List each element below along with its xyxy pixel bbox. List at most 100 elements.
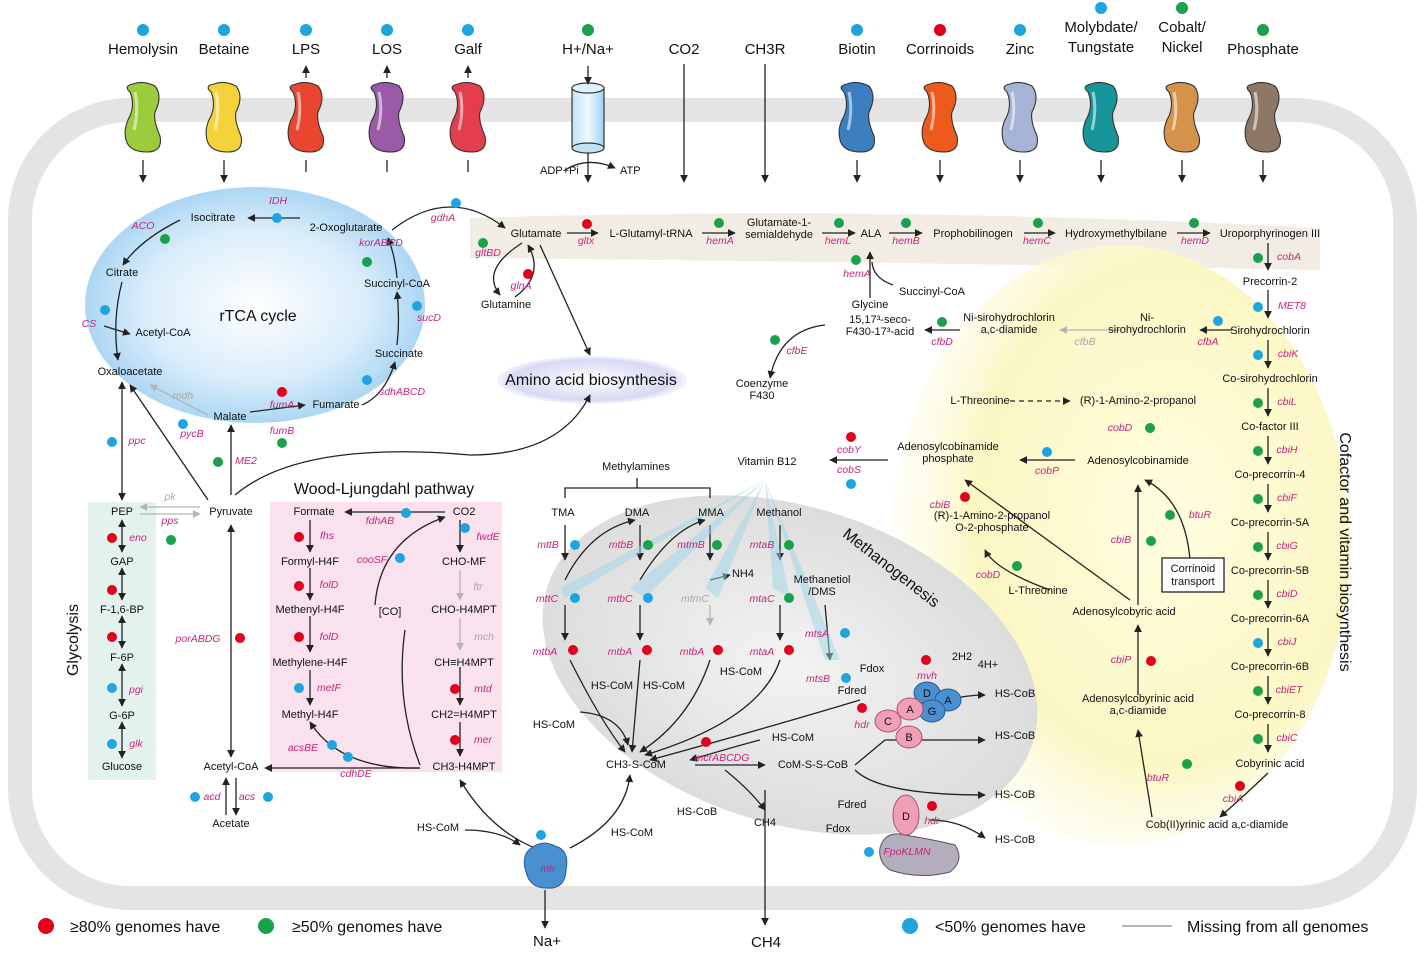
- transporter-biotin: Biotin: [838, 24, 876, 183]
- gene-cbiB: cbiB: [1111, 534, 1156, 546]
- gene-presence-dot: [927, 801, 937, 811]
- gene-metF: metF: [294, 682, 342, 694]
- gene-label: IDH: [269, 195, 288, 207]
- gene-presence-dot: [568, 645, 578, 655]
- gene-mtmB: mtmB: [677, 539, 722, 551]
- gene-presence-dot: [1253, 446, 1263, 456]
- gene-mtaA: mtaA: [750, 645, 794, 658]
- metabolite-fdred2: Fdred: [838, 799, 867, 811]
- gene-presence-dot: [921, 655, 931, 665]
- metabolite-nh4: NH4: [732, 568, 754, 580]
- gene-label: cobA: [1277, 251, 1301, 263]
- gene-gdhA: gdhA: [431, 198, 461, 224]
- transporter-protein: [124, 81, 162, 153]
- gene-cbiC: cbiC: [1253, 732, 1298, 744]
- gene-presence-dot: [1253, 398, 1263, 408]
- transporter-protein: [287, 81, 325, 153]
- gene-label: cbiK: [1278, 348, 1299, 360]
- gene-label: fwdE: [476, 531, 500, 543]
- gene-cbiET: cbiET: [1253, 684, 1304, 696]
- gene-sucD: sucD: [412, 301, 441, 324]
- metabolite-formate: Formate: [294, 506, 335, 518]
- gene-mtbA2: mtbA: [608, 645, 652, 658]
- gene-label: fumB: [270, 425, 295, 437]
- gene-label: mdh: [173, 390, 194, 402]
- gene-label: cooSF: [357, 554, 388, 566]
- metabolite-hscom6: HS-CoM: [417, 822, 459, 834]
- metabolite-cop8: Co-precorrin-8: [1235, 709, 1306, 721]
- metabolite-uro3: Uroporphyrinogen III: [1220, 228, 1320, 240]
- metabolite-g1sa: Glutamate-1-semialdehyde: [745, 217, 813, 241]
- gene-presence-dot: [160, 234, 170, 244]
- gene-presence-dot: [536, 830, 546, 840]
- gene-presence-dot: [478, 238, 488, 248]
- gene-label: mtbA: [533, 646, 558, 658]
- legend: ≥80% genomes have ≥50% genomes have <50%…: [38, 918, 1368, 936]
- gene-presence-dot: [362, 257, 372, 267]
- transporter-label: Betaine: [199, 41, 250, 58]
- gene-ppc: ppc: [107, 435, 146, 447]
- gene-presence-dot: [1145, 423, 1155, 433]
- gene-presence-dot: [107, 683, 117, 693]
- gene-label: mtmB: [677, 539, 704, 551]
- gene-fpo: FpoKLMN: [864, 846, 931, 858]
- metabolite-fumarate: Fumarate: [312, 399, 359, 411]
- gene-presence-dot: [1253, 542, 1263, 552]
- gene-presence-dot: [235, 633, 245, 643]
- gene-pfk: [107, 632, 117, 642]
- metabolite-glutamine: Glutamine: [481, 299, 531, 311]
- hydrogenase-complex: D A G A C B: [874, 681, 962, 749]
- gene-label: btuR: [1189, 509, 1212, 521]
- gene-cfbD: cfbD: [931, 317, 953, 348]
- gene-presence-dot: [1253, 686, 1263, 696]
- metabolite-hplus: 4H+: [978, 659, 999, 671]
- metabolite-cop6a: Co-precorrin-6A: [1231, 613, 1310, 625]
- gene-pps: pps: [161, 515, 179, 545]
- gene-presence-dot: [107, 533, 117, 543]
- metabolite-cop6b: Co-precorrin-6B: [1231, 661, 1309, 673]
- gene-presence-dot: [523, 269, 533, 279]
- subunit-g: G: [928, 706, 937, 718]
- legend-missing-label: Missing from all genomes: [1187, 919, 1368, 936]
- gene-presence-dot: [401, 508, 411, 518]
- gene-presence-dot: [1146, 536, 1156, 546]
- gene-ftr: ftr: [473, 581, 483, 593]
- metabolite-citrate: Citrate: [106, 267, 138, 279]
- transporter-hemolysin: Hemolysin: [108, 24, 178, 183]
- wlp-title: Wood-Ljungdahl pathway: [294, 481, 474, 498]
- gene-mdh: mdh: [173, 390, 194, 402]
- transporter-label: Phosphate: [1227, 41, 1299, 58]
- gene-mtaB: mtaB: [750, 539, 794, 551]
- gene-presence-dot: [107, 739, 117, 749]
- gene-mtr: mtr: [536, 830, 556, 875]
- gene-label: ppc: [128, 435, 147, 447]
- gene-label: hemD: [1181, 235, 1209, 247]
- metabolite-hscob3: HS-CoB: [995, 730, 1035, 742]
- gene-presence-dot: [460, 523, 470, 533]
- gene-cbiB2: cbiB: [930, 492, 970, 511]
- metabolite-gap: GAP: [110, 556, 133, 568]
- metabolite-dma: DMA: [625, 507, 650, 519]
- metabolite-pyruvate: Pyruvate: [209, 506, 252, 518]
- metabolite-succcoa2: Succinyl-CoA: [899, 286, 966, 298]
- methanogenesis-region: [542, 495, 1038, 835]
- gene-presence-dot: [450, 684, 460, 694]
- gene-label: fumA: [270, 399, 295, 411]
- gene-cbiJ: cbiJ: [1253, 636, 1297, 648]
- wlp-region: [270, 502, 502, 772]
- gene-label: gltx: [578, 235, 595, 247]
- gene-presence-dot: [642, 645, 652, 655]
- transporter-label: Corrinoids: [906, 41, 974, 58]
- gene-presence-dot: [178, 419, 188, 429]
- gene-presence-dot: [412, 301, 422, 311]
- gene-label: cbiD: [1276, 588, 1297, 600]
- gene-label: cbiA: [1223, 793, 1243, 805]
- gene-hemB: hemB: [892, 218, 920, 247]
- gene-presence-dot: [1253, 590, 1263, 600]
- gene-presence-dot: [841, 673, 851, 683]
- gene-presence-dot: [277, 387, 287, 397]
